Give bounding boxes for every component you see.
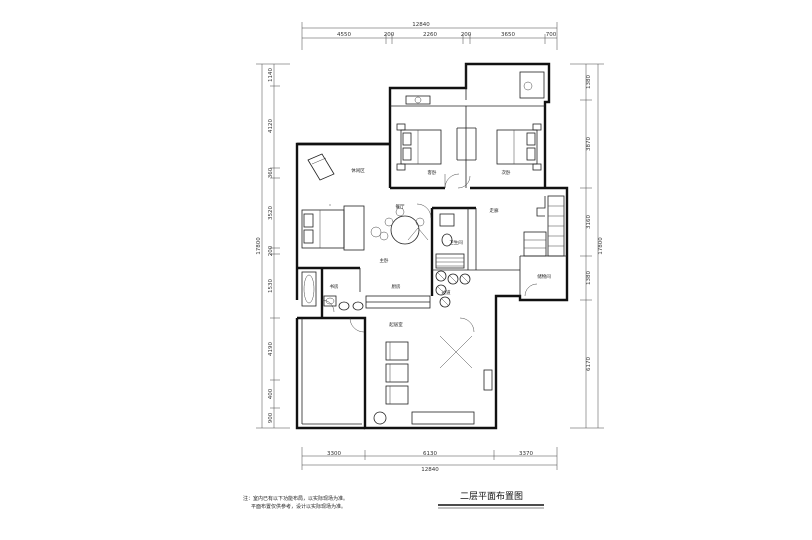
note-line-2: 平面布置仅供参考，设计以实际现场为准。 xyxy=(251,503,346,510)
center-marks xyxy=(329,204,429,241)
label-study: 书房 xyxy=(330,283,339,290)
label-dining: 餐厅 xyxy=(396,203,405,210)
bottom-seg-2: 6130 xyxy=(423,451,437,457)
notes-block: 注：室内已有以下功能布局，以实际现场为准。 平面布置仅供参考，设计以实际现场为准… xyxy=(243,495,348,510)
left-seg-2: 4120 xyxy=(268,119,274,133)
left-seg-7: 4190 xyxy=(268,342,274,356)
label-kitchen: 厨房 xyxy=(392,283,401,290)
left-total-label: 17800 xyxy=(256,237,262,255)
label-living-room: 起居室 xyxy=(389,321,403,328)
top-seg-2: 200 xyxy=(384,32,395,38)
left-seg-4: 3520 xyxy=(268,206,274,220)
bottom-seg-1: 3300 xyxy=(327,451,341,457)
left-seg-5: 200 xyxy=(268,245,274,256)
label-second-bedroom: 次卧 xyxy=(502,169,511,176)
label-hall: 过道 xyxy=(442,289,451,296)
study-desk xyxy=(405,71,545,105)
label-bathroom: 卫生间 xyxy=(449,239,463,246)
left-seg-6: 1530 xyxy=(268,279,274,293)
note-line-1: 注：室内已有以下功能布局，以实际现场为准。 xyxy=(243,495,348,502)
right-dimension-chain: 1380 3870 3160 1380 6170 17800 xyxy=(570,63,604,429)
top-dimension-chain: 12840 4550 200 2260 200 3650 700 xyxy=(301,22,558,50)
bed-right xyxy=(496,123,542,171)
title-block: 二层平面布置图 xyxy=(438,490,544,509)
staircase xyxy=(523,195,565,257)
bottom-dimension-chain: 3300 6130 3370 12840 xyxy=(301,447,558,473)
top-seg-6: 700 xyxy=(546,32,557,38)
label-lounge: 休闲区 xyxy=(351,167,365,174)
right-seg-2: 3870 xyxy=(586,137,592,151)
label-master-bedroom: 主卧 xyxy=(380,257,389,264)
interior-walls xyxy=(297,105,567,318)
left-dimension-chain: 17800 1140 4120 360 3520 200 1530 4190 4… xyxy=(256,63,290,429)
bottom-seg-3: 3370 xyxy=(519,451,533,457)
room-labels: 休闲区 客卧 次卧 餐厅 走廊 主卧 卫生间 书房 厨房 起居室 储物间 过道 xyxy=(330,167,552,328)
top-seg-3: 2260 xyxy=(423,32,437,38)
label-storage: 储物间 xyxy=(537,273,551,280)
left-seg-3: 360 xyxy=(268,167,274,178)
bed-left xyxy=(396,123,442,171)
exterior-walls xyxy=(295,62,569,430)
left-seg-9: 900 xyxy=(268,412,274,423)
left-seg-8: 400 xyxy=(268,388,274,399)
right-seg-1: 1380 xyxy=(586,75,592,89)
top-seg-4: 200 xyxy=(461,32,472,38)
right-seg-4: 1380 xyxy=(586,271,592,285)
left-seg-1: 1140 xyxy=(268,68,274,82)
top-seg-1: 4550 xyxy=(337,32,351,38)
round-table xyxy=(370,207,425,245)
top-seg-5: 3650 xyxy=(501,32,515,38)
living-sofas xyxy=(385,335,493,425)
plant-cluster xyxy=(373,270,471,425)
top-total-label: 12840 xyxy=(412,22,430,28)
bottom-total-label: 12840 xyxy=(421,467,439,473)
right-seg-3: 3160 xyxy=(586,215,592,229)
right-seg-5: 6170 xyxy=(586,357,592,371)
right-total-label: 17800 xyxy=(598,237,604,255)
bathroom-fixtures xyxy=(301,213,465,311)
label-corridor: 走廊 xyxy=(490,207,499,214)
label-bedroom: 客卧 xyxy=(428,169,437,176)
drawing-title: 二层平面布置图 xyxy=(460,490,523,502)
lounge-chair xyxy=(307,153,335,181)
door-swings xyxy=(321,173,538,333)
master-bed xyxy=(301,205,365,251)
